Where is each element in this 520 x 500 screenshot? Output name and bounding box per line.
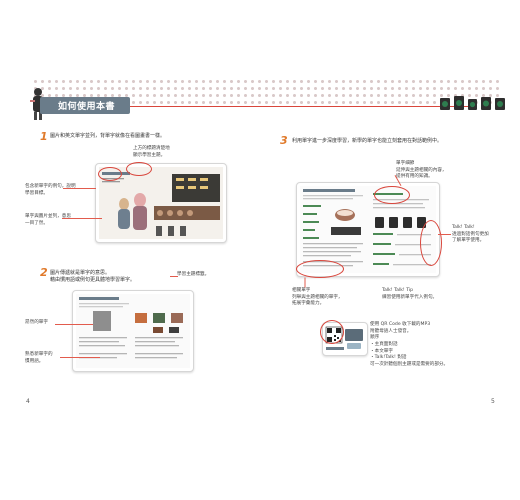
coffee-cups-illustration [438, 92, 508, 114]
highlight-circle-detail [374, 186, 410, 204]
page-number-left: 4 [26, 398, 30, 405]
highlight-circle-related [296, 260, 344, 278]
section3-callout-bottom-right: Talk! Talk! Tip 練習使用新單字代入例句。 [382, 288, 438, 300]
section4-text: 使用 QR Code 收下載的MP3 附聽母語人士發音。 順序 ・主頁面對話 ・… [370, 322, 449, 367]
section1-callout-left1: 包含新單字的例句，說明 學習目標。 [25, 184, 76, 196]
section2-intro: 圖片傳遞就是單字的意思。 藉由慣用語或例句更具體地學習單字。 [50, 270, 136, 284]
leader-line [170, 276, 178, 277]
step-number-1: 1 [40, 130, 48, 143]
section3-callout-right: Talk! Talk! 透過對話例句更加 了解單字使用。 [452, 225, 489, 244]
step-number-3: 3 [280, 134, 288, 147]
highlight-circle-title [98, 167, 122, 181]
leader-line [304, 277, 306, 288]
section2-callout-left1: 昂然的單字 [25, 320, 48, 325]
section2-callout-left2: 熟悉新單字的 慣用語。 [25, 352, 53, 364]
title-banner [40, 97, 130, 114]
highlight-circle-qr [320, 320, 344, 344]
leader-line [63, 188, 96, 189]
leader-line [62, 218, 102, 219]
section1-intro: 圖片和英文單字並列，背單字就像在看圖畫書一樣。 [50, 133, 166, 139]
section1-callout-top: 上方的標題清楚地 顯示學習主題。 [133, 146, 170, 158]
section3-callout-bottom-left: 相關單字 列舉與主題相關的單字， 拓展字彙能力。 [292, 288, 343, 307]
section3-callout-top: 單字細節 延伸與主題相關的內容， 提供有用的知識。 [396, 161, 447, 180]
highlight-circle-example [126, 162, 152, 176]
sample-page-thumbnail-3 [296, 182, 440, 277]
sample-page-thumbnail-2 [72, 290, 194, 372]
leader-line [438, 234, 451, 235]
highlight-circle-talk [420, 220, 442, 266]
section2-callout-right-top: 學習主題標籤。 [177, 272, 210, 277]
section3-intro: 利用單字進一步深度學習，新學的單字也能立刻套用在對話範例中。 [292, 138, 443, 144]
leader-line [60, 357, 100, 358]
page-number-right: 5 [491, 398, 495, 405]
page-title: 如何使用本書 [58, 102, 116, 112]
section1-callout-left2: 單字與圖片並列，意思 一目了然。 [25, 214, 71, 226]
header-rule [130, 106, 470, 108]
step-number-2: 2 [40, 266, 48, 279]
leader-line [55, 324, 93, 325]
